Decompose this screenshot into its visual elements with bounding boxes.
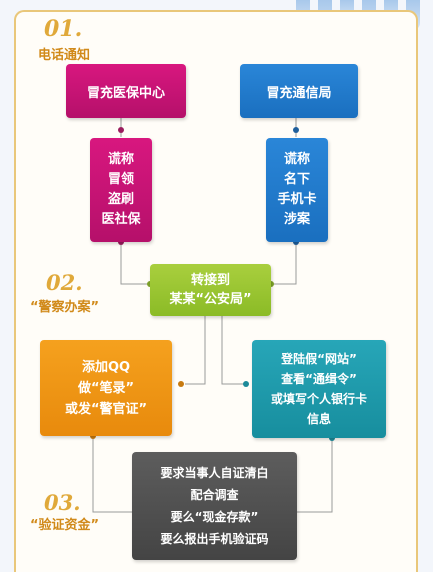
box-telecom-bureau-text: 冒充通信局 (266, 85, 332, 101)
box-telecom-bureau: 冒充通信局 (240, 64, 358, 118)
box-line: 手机卡 (277, 192, 317, 207)
box-line: 要么报出手机验证码 (160, 532, 269, 546)
box-line: 名下 (283, 172, 310, 187)
box-claim-right: 谎称 名下 手机卡 涉案 (266, 138, 328, 242)
box-line: 冒领 (107, 172, 134, 187)
step-2-number: 02. (46, 270, 83, 295)
box-line: 查看“通缉令” (281, 372, 357, 386)
box-line: 谎称 (283, 152, 310, 167)
box-line: 登陆假“网站” (281, 352, 357, 366)
box-line: 涉案 (283, 212, 310, 227)
box-line: 信息 (306, 412, 331, 426)
step-3-label: “验证资金” (30, 518, 100, 533)
box-line: 或填写个人银行卡 (270, 392, 367, 406)
step-1-number: 01. (44, 16, 83, 42)
box-line: 医社保 (101, 212, 141, 227)
step-3-number: 03. (44, 490, 81, 515)
box-line: 配合调查 (190, 488, 239, 502)
box-medical-center-text: 冒充医保中心 (86, 85, 165, 101)
box-transfer: 转接到 某某“公安局” (150, 264, 271, 316)
step-2-label: “警察办案” (30, 300, 100, 315)
box-line: 做“笔录” (77, 380, 135, 396)
box-medical-center: 冒充医保中心 (66, 64, 186, 118)
box-line: 某某“公安局” (169, 292, 252, 307)
box-claim-left: 谎称 冒领 盗刷 医社保 (90, 138, 152, 242)
box-line: 转接到 (190, 273, 230, 288)
box-line: 添加QQ (81, 359, 131, 375)
step-1-label: 电话通知 (38, 48, 91, 63)
box-fake-site: 登陆假“网站” 查看“通缉令” 或填写个人银行卡 信息 (252, 340, 386, 438)
box-line: 要求当事人自证清白 (160, 466, 269, 480)
box-add-qq: 添加QQ 做“笔录” 或发“警官证” (40, 340, 172, 436)
box-demand: 要求当事人自证清白 配合调查 要么“现金存款” 要么报出手机验证码 (132, 452, 297, 560)
box-line: 盗刷 (107, 192, 134, 207)
box-line: 谎称 (107, 152, 134, 167)
box-line: 或发“警官证” (64, 401, 148, 417)
box-line: 要么“现金存款” (170, 510, 259, 524)
